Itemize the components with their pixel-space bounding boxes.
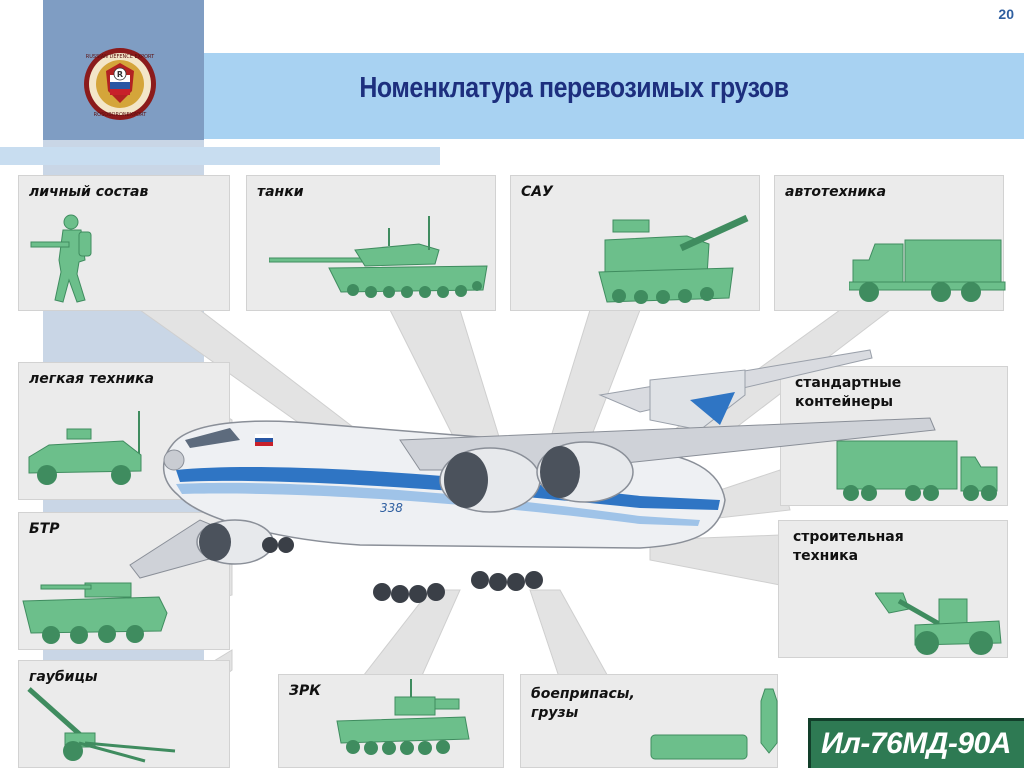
soldier-icon bbox=[30, 214, 92, 303]
cargo-personnel-box: личный состав bbox=[18, 175, 230, 311]
cargo-sau-label: САУ bbox=[521, 184, 553, 200]
decor-band bbox=[0, 147, 440, 165]
air-defense-system-icon bbox=[336, 679, 470, 755]
logo-ring-text-bottom: ROSOBORONEXPORT bbox=[94, 112, 148, 118]
rosoboronexport-logo-icon: R RUSSIAN DEFENCE EXPORT ROSOBORONEXPORT bbox=[84, 48, 156, 120]
logo-monogram: R bbox=[117, 70, 123, 79]
page-title: Номенклатура перевозимых грузов bbox=[359, 72, 789, 104]
page-number: 20 bbox=[998, 6, 1014, 22]
aircraft-model-label: Ил-76МД-90А bbox=[821, 727, 1011, 760]
cargo-tanks-label: танки bbox=[257, 184, 304, 200]
cargo-ammo-label: боеприпасы,грузы bbox=[531, 686, 635, 721]
aircraft-model-badge: Ил-76МД-90А bbox=[808, 718, 1024, 768]
ammo-cargo-icon bbox=[650, 688, 778, 760]
wheel-loader-icon bbox=[875, 592, 1002, 655]
cargo-btr-label: БТР bbox=[29, 521, 60, 537]
self-propelled-gun-icon bbox=[598, 214, 749, 304]
howitzer-icon bbox=[27, 687, 176, 763]
cargo-howitzers-label: гаубицы bbox=[29, 669, 98, 685]
container-truck-icon bbox=[836, 440, 998, 501]
light-vehicle-icon bbox=[28, 411, 142, 485]
truck-icon bbox=[849, 239, 1006, 302]
cargo-trucks-box: автотехника bbox=[774, 175, 1006, 311]
apc-icon bbox=[22, 582, 168, 644]
cargo-sau-box: САУ bbox=[510, 175, 760, 311]
logo-ring-text: RUSSIAN DEFENCE EXPORT bbox=[86, 54, 155, 60]
cargo-light-vehicles-label: легкая техника bbox=[29, 371, 154, 387]
cargo-personnel-label: личный состав bbox=[29, 184, 149, 200]
tank-icon bbox=[269, 216, 488, 298]
cargo-zrk-box: ЗРК bbox=[278, 674, 504, 768]
title-band bbox=[204, 53, 1024, 139]
cargo-trucks-label: автотехника bbox=[785, 184, 887, 200]
cargo-light-vehicles-box: легкая техника bbox=[18, 362, 230, 500]
cargo-ammo-box: боеприпасы,грузы bbox=[520, 674, 778, 768]
aircraft-tail-number: 338 bbox=[380, 501, 403, 515]
cargo-howitzers-box: гаубицы bbox=[18, 660, 230, 768]
cargo-zrk-label: ЗРК bbox=[289, 683, 321, 699]
cargo-tanks-box: танки bbox=[246, 175, 496, 311]
